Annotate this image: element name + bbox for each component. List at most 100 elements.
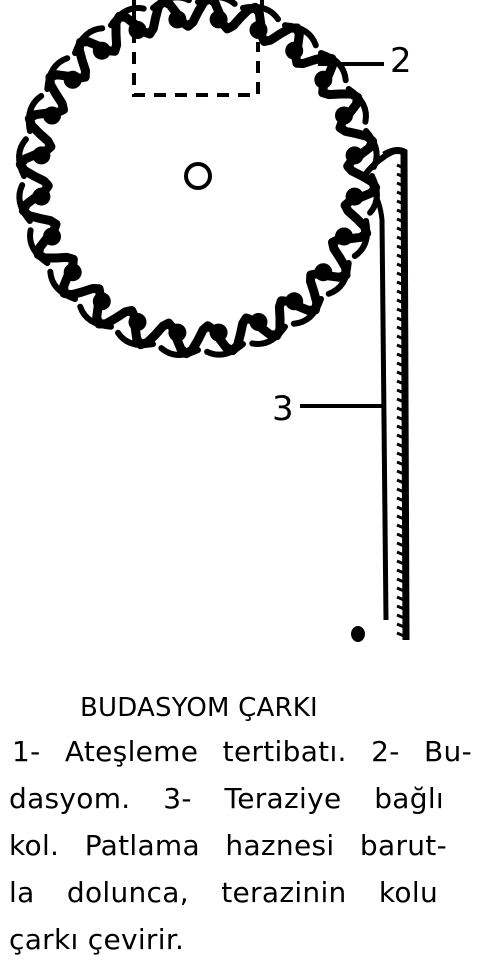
wheel-bucket [285,41,304,60]
arm-tick [396,379,405,386]
wheel-bucket [43,227,61,246]
wheel-teeth [16,0,380,358]
arm-tick [396,595,405,602]
wheel-bucket [32,146,51,165]
caption-title: BUDASYOM ÇARKI [80,693,318,723]
wheel-bucket [168,323,187,342]
wheel-bucket [168,10,187,29]
arm-tick [396,397,405,404]
arm-tick [396,280,405,287]
arm-tick [396,334,405,341]
arm-tick [396,370,405,377]
arm-tick [396,181,405,188]
ignition-device [132,0,264,97]
arm-tick [396,514,405,521]
wheel-bucket [32,187,51,206]
budasyom-wheel-diagram: 2 3 [15,0,412,642]
arm-tick [396,568,405,575]
arm-tick [396,253,405,260]
wheel-bucket [209,323,228,342]
wheel-tooth [16,136,29,179]
arm-tick [396,631,405,638]
wheel-bucket [128,313,147,331]
arm-tick [396,478,405,485]
wheel-tooth [282,22,319,49]
arm-tick [396,226,405,233]
arm-tick [396,424,405,431]
wheel-tooth [44,55,71,92]
arm-tick [396,271,405,278]
caption-line: 1- Ateşleme tertibatı. 2- Bu- [12,735,472,768]
arm-tick [396,208,405,215]
arm-tick [396,442,405,449]
wheel-bucket [335,227,353,246]
wheel-bucket [345,146,364,165]
wheel-tooth [150,0,192,11]
wheel [15,0,381,359]
wheel-bucket [63,70,82,89]
wheel-tooth [72,25,106,56]
arm-tick [396,163,405,170]
arm-tick [396,199,405,206]
arm-tick [396,469,405,476]
caption-line: çarkı çevirir. [9,923,185,956]
wheel-tooth [158,345,201,358]
arm-tick [396,235,405,242]
wheel-rim [15,0,381,359]
arm-tick [396,586,405,593]
wheel-tooth [16,182,33,224]
wheel-tooth [115,329,156,349]
arm-tick [396,343,405,350]
arm-tick [396,307,405,314]
arm-tick [396,604,405,611]
arm-foot [351,626,365,642]
wheel-bucket [63,263,82,282]
arm-inner-edge [369,188,389,621]
wheel-tooth [204,341,246,358]
arm-tick [396,316,405,323]
wheel-bucket [209,10,228,29]
arm-tick [396,451,405,458]
wheel-tooth [77,303,114,330]
arm-ticks [396,163,405,638]
arm-tick [396,415,405,422]
wheel-tooth [351,218,371,259]
arm-tick [396,190,405,197]
ignition-box-top [132,0,264,20]
wheel-bucket [128,21,147,39]
arm-tick [396,496,405,503]
arm-tick [396,352,405,359]
arm-tick [396,532,405,539]
arm-tick [396,406,405,413]
balance-arm [351,147,410,642]
arm-tick [396,550,405,557]
arm-tick [396,244,405,251]
arm-tick [396,613,405,620]
wheel-bucket [314,70,333,89]
wheel-tooth [25,93,45,134]
arm-tick [396,559,405,566]
wheel-bucket [92,41,111,60]
arm-tick [396,298,405,305]
wheel-tooth [195,0,238,7]
wheel-axle [184,162,212,190]
arm-tick [396,325,405,332]
arm-tick [396,433,405,440]
arm-tick [396,388,405,395]
wheel-bucket [285,292,304,311]
wheel-bucket [249,21,268,39]
arm-hook [361,149,395,179]
arm-tick [396,460,405,467]
arm-tick [396,217,405,224]
caption-line: dasyom. 3- Teraziye bağlı [9,782,444,815]
arm-tick [396,505,405,512]
wheel-bucket [314,263,333,282]
wheel-bucket [92,292,111,311]
arm-tick [396,289,405,296]
arm-tick [396,487,405,494]
arm-tick [396,172,405,179]
arm-tick [396,361,405,368]
caption: BUDASYOM ÇARKI 1- Ateşleme tertibatı. 2-… [0,690,484,963]
wheel-tooth [108,5,147,29]
caption-line: kol. Patlama haznesi barut- [9,829,447,862]
